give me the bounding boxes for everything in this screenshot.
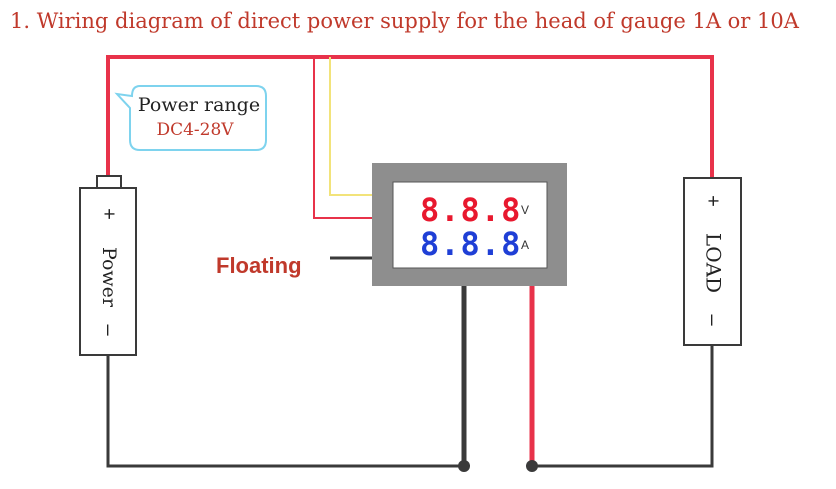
callout-bubble — [114, 85, 267, 151]
callout-line1: Power range — [138, 94, 260, 116]
junction-black — [458, 460, 470, 472]
battery-minus: – — [98, 324, 120, 336]
load-negative-wire — [532, 345, 714, 468]
junction-red — [526, 460, 538, 472]
volt-amp-gauge: 8.8.8 V 8.8.8 A — [372, 163, 567, 286]
voltage-display: 8.8.8 — [420, 191, 521, 229]
callout-line2: DC4-28V — [156, 120, 234, 140]
power-supply-battery: + Power – — [79, 175, 137, 356]
battery-plus: + — [98, 208, 120, 220]
current-unit: A — [521, 238, 529, 252]
gauge-screen — [392, 181, 548, 269]
power-range-callout: Power range DC4-28V — [114, 85, 267, 151]
current-display: 8.8.8 — [420, 225, 521, 263]
load-minus: – — [702, 314, 724, 326]
load-body — [683, 177, 742, 346]
voltage-unit: V — [521, 203, 529, 217]
floating-label: Floating — [216, 253, 302, 278]
gauge-red-lead-wire — [313, 57, 372, 219]
battery-terminal — [96, 175, 122, 189]
gauge-yellow-lead-wire — [329, 57, 372, 196]
diagram-title: 1. Wiring diagram of direct power supply… — [10, 9, 800, 33]
red-positive-wire — [106, 55, 714, 178]
load-label: LOAD — [702, 233, 726, 293]
black-negative-wire — [106, 355, 464, 468]
load-plus: + — [702, 195, 724, 207]
battery-label: Power — [98, 247, 120, 308]
load-device: + LOAD – — [683, 177, 742, 346]
battery-body — [79, 187, 137, 356]
